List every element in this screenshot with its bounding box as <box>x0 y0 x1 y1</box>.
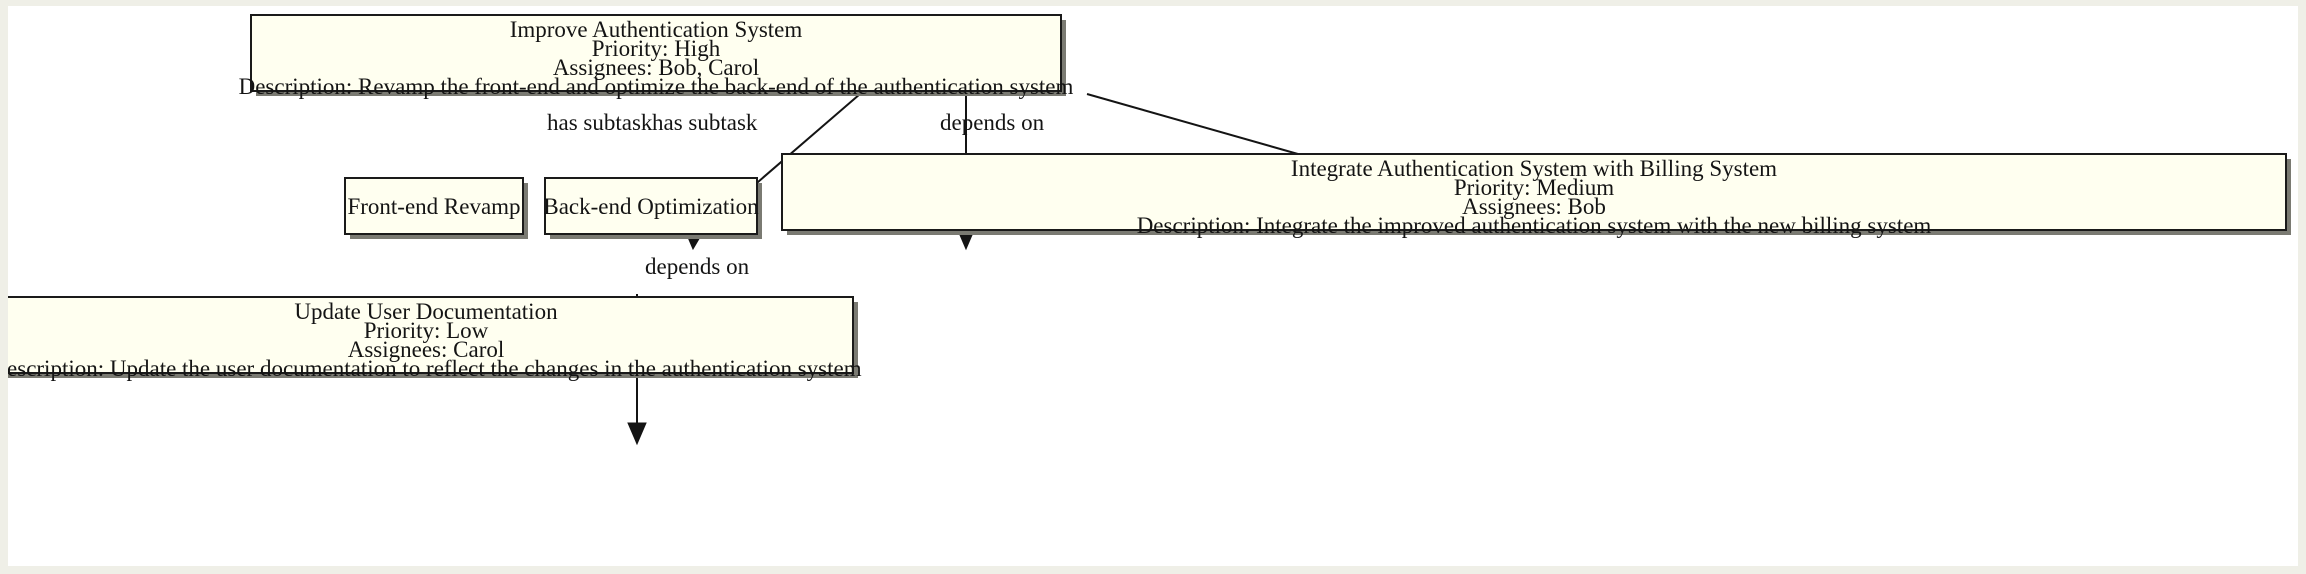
node-line-priority: Priority: High <box>592 36 721 61</box>
node-line-priority: Priority: Low <box>364 318 489 343</box>
node-integrate-authentication-system-with-billing-system[interactable]: Integrate Authentication System with Bil… <box>781 153 2291 238</box>
edge-label-depends-on-docs: depends on <box>645 254 750 279</box>
edge-label-depends-on-integrate: depends on <box>940 110 1045 135</box>
arrowhead-icon <box>627 422 647 446</box>
node-line-assignees: Assignees: Bob <box>1462 194 1606 219</box>
node-box <box>544 177 758 235</box>
node-box <box>781 153 2287 231</box>
node-box <box>8 296 854 374</box>
node-improve-authentication-system[interactable]: Improve Authentication System Priority: … <box>239 14 1074 99</box>
edge-label-has-subtask-frontend: has subtask <box>547 110 653 135</box>
edge-label-has-subtask-backend: has subtask <box>652 110 758 135</box>
diagram-canvas: has subtask has subtask depends on depen… <box>8 6 2298 566</box>
node-box <box>344 177 524 235</box>
node-line-title: Improve Authentication System <box>510 17 803 42</box>
node-line-description: Description: Revamp the front-end and op… <box>239 74 1074 99</box>
edge-improve-to-backend[interactable]: has subtask <box>652 94 976 251</box>
node-update-user-documentation[interactable]: Update User Documentation Priority: Low … <box>8 296 862 381</box>
node-line-title: Update User Documentation <box>294 299 558 324</box>
node-line-title: Back-end Optimization <box>543 194 759 219</box>
node-front-end-revamp[interactable]: Front-end Revamp <box>344 177 528 239</box>
node-back-end-optimization[interactable]: Back-end Optimization <box>543 177 762 239</box>
node-line-title: Integrate Authentication System with Bil… <box>1291 156 1777 181</box>
node-line-description: Description: Update the user documentati… <box>8 356 862 381</box>
task-dependency-graph: has subtask has subtask depends on depen… <box>8 14 2291 446</box>
node-line-priority: Priority: Medium <box>1454 175 1614 200</box>
node-box <box>250 14 1062 92</box>
node-line-description: Description: Integrate the improved auth… <box>1137 213 1932 238</box>
node-line-assignees: Assignees: Bob, Carol <box>553 55 759 80</box>
node-line-title: Front-end Revamp <box>347 194 520 219</box>
node-line-assignees: Assignees: Carol <box>348 337 505 362</box>
